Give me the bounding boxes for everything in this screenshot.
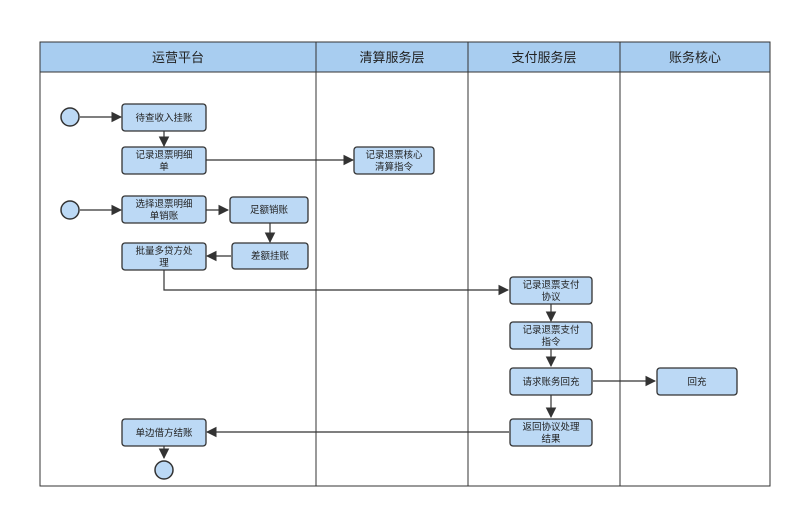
start-node-1 — [60, 107, 80, 127]
lane-title-accounting: 账务核心 — [669, 50, 721, 66]
node-pending-income-line1: 待查收入挂账 — [135, 112, 193, 124]
node-diff-hold: 差额挂账 — [231, 242, 309, 270]
node-return-protocol-result-line1: 返回协议处理 — [522, 421, 580, 433]
node-select-refund-detail: 选择退票明细 单销账 — [121, 195, 207, 224]
node-batch-credit-line2: 理 — [159, 258, 169, 269]
node-pending-income: 待查收入挂账 — [121, 103, 207, 132]
lane-body-accounting — [619, 71, 771, 487]
lane-title-clearing: 清算服务层 — [359, 50, 424, 66]
node-request-refill: 请求账务回充 — [509, 367, 593, 396]
lane-header-payment — [467, 41, 621, 73]
node-batch-credit: 批量多贷方处 理 — [121, 242, 207, 271]
node-single-debit-settle-line1: 单边借方结账 — [135, 427, 193, 439]
node-full-writeoff: 足额销账 — [229, 196, 309, 224]
node-record-refund-clearing: 记录退票核心 清算指令 — [353, 146, 435, 175]
node-full-writeoff-line1: 足额销账 — [250, 204, 289, 216]
node-record-refund-protocol: 记录退票支付 协议 — [509, 276, 593, 305]
node-record-refund-instruction-line1: 记录退票支付 — [522, 324, 580, 336]
node-refill-line1: 回充 — [687, 376, 707, 388]
node-record-refund-detail-line1: 记录退票明细 — [135, 149, 192, 161]
node-record-refund-clearing-line1: 记录退票核心 — [365, 149, 423, 161]
node-select-refund-detail-line1: 选择退票明细 — [135, 198, 192, 210]
node-return-protocol-result-line2: 结果 — [541, 433, 561, 445]
node-single-debit-settle: 单边借方结账 — [121, 418, 207, 447]
node-return-protocol-result: 返回协议处理 结果 — [509, 418, 593, 447]
end-node — [154, 460, 174, 480]
node-record-refund-instruction-line2: 指令 — [541, 336, 561, 348]
node-record-refund-protocol-line2: 协议 — [541, 291, 561, 303]
node-record-refund-clearing-line2: 清算指令 — [375, 161, 414, 173]
node-refill: 回充 — [656, 367, 738, 396]
lane-header-clearing — [315, 41, 469, 73]
node-request-refill-line1: 请求账务回充 — [522, 376, 580, 388]
lane-title-ops: 运营平台 — [152, 51, 204, 66]
node-record-refund-detail: 记录退票明细 单 — [121, 146, 207, 175]
terminals — [60, 107, 174, 480]
lane-title-payment: 支付服务层 — [511, 50, 576, 66]
node-diff-hold-line1: 差额挂账 — [251, 250, 290, 262]
connector-batch-to-protocol — [163, 270, 510, 296]
node-record-refund-instruction: 记录退票支付 指令 — [509, 321, 593, 350]
lane-bodies — [39, 71, 771, 487]
process-nodes: 待查收入挂账 记录退票明细 单 记录退票核心 清算指令 选择退票明细 单销账 足… — [121, 103, 738, 447]
node-batch-credit-line1: 批量多贷方处 — [135, 245, 193, 257]
start-node-2 — [60, 200, 80, 220]
node-record-refund-detail-line2: 单 — [159, 161, 169, 173]
lane-header-ops — [39, 41, 317, 73]
node-select-refund-detail-line2: 单销账 — [150, 210, 179, 222]
connectors — [80, 111, 657, 460]
lane-body-clearing — [315, 71, 469, 487]
lane-headers: 运营平台 清算服务层 支付服务层 账务核心 — [39, 41, 771, 73]
node-record-refund-protocol-line1: 记录退票支付 — [522, 279, 580, 291]
lane-header-accounting — [619, 41, 771, 73]
